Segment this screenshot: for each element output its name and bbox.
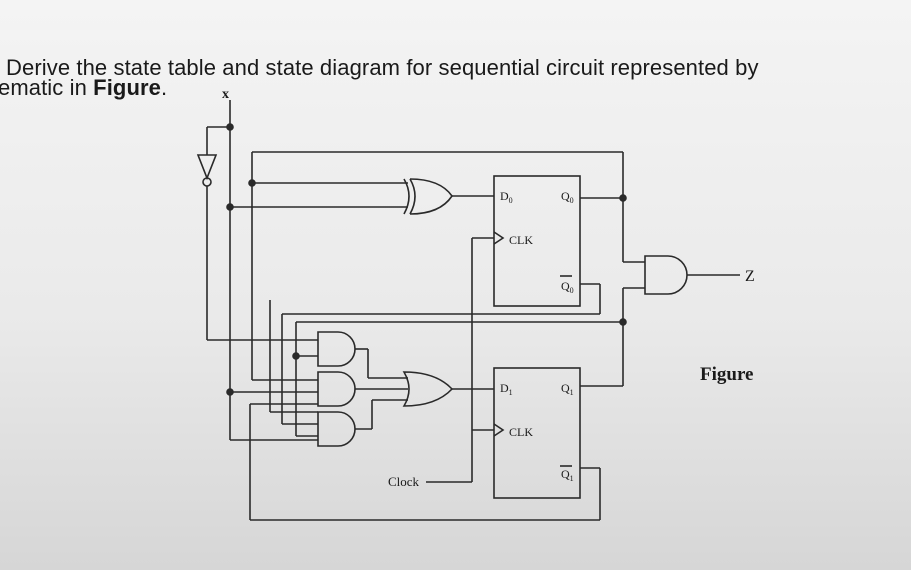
wire-and-to-or xyxy=(368,377,408,401)
ff0-clk-label: CLK xyxy=(509,233,533,247)
and-gate-3 xyxy=(317,400,373,447)
flip-flop-0: D0 CLK Q0 Q0 xyxy=(493,175,581,307)
output-and-gate xyxy=(644,255,740,295)
figure-reference: Figure xyxy=(93,75,161,100)
or-gate xyxy=(402,371,494,407)
inverter-gate xyxy=(196,154,318,341)
problem-line-2-prefix: ematic in xyxy=(0,75,94,100)
problem-line-2-suffix: . xyxy=(160,75,168,100)
problem-statement-line-2: ematic in Figure. xyxy=(0,75,167,101)
clock-label: Clock xyxy=(388,474,420,489)
ff1-clk-label: CLK xyxy=(509,425,533,439)
flip-flop-1: D1 CLK Q1 Q1 xyxy=(493,367,581,499)
and-gate-2 xyxy=(317,371,408,407)
input-x-label: x xyxy=(222,87,229,102)
ff0-qbar-label: Q0 xyxy=(561,279,574,295)
wire-q1-feedback xyxy=(292,287,645,437)
ff0-q-label: Q0 xyxy=(561,189,574,205)
and-gate-1 xyxy=(317,331,369,378)
wire-q0-feedback xyxy=(248,151,624,381)
wire-left-bus xyxy=(229,300,318,441)
ff1-q-label: Q1 xyxy=(561,381,574,397)
wire-q0-output xyxy=(580,194,645,263)
ff1-qbar-label: Q1 xyxy=(561,467,574,483)
wire-q0bar-feedback xyxy=(281,283,601,425)
xor-gate xyxy=(403,178,494,215)
wire-x-bus xyxy=(206,100,408,396)
figure-caption: Figure xyxy=(700,364,753,385)
ff1-d-label: D1 xyxy=(500,381,513,397)
output-z-label: Z xyxy=(745,268,755,285)
problem-statement-line-1: Derive the state table and state diagram… xyxy=(6,55,759,80)
ff0-d-label: D0 xyxy=(500,189,513,205)
wire-q1bar-feedback xyxy=(249,403,601,521)
wire-clock: Clock xyxy=(388,237,494,489)
